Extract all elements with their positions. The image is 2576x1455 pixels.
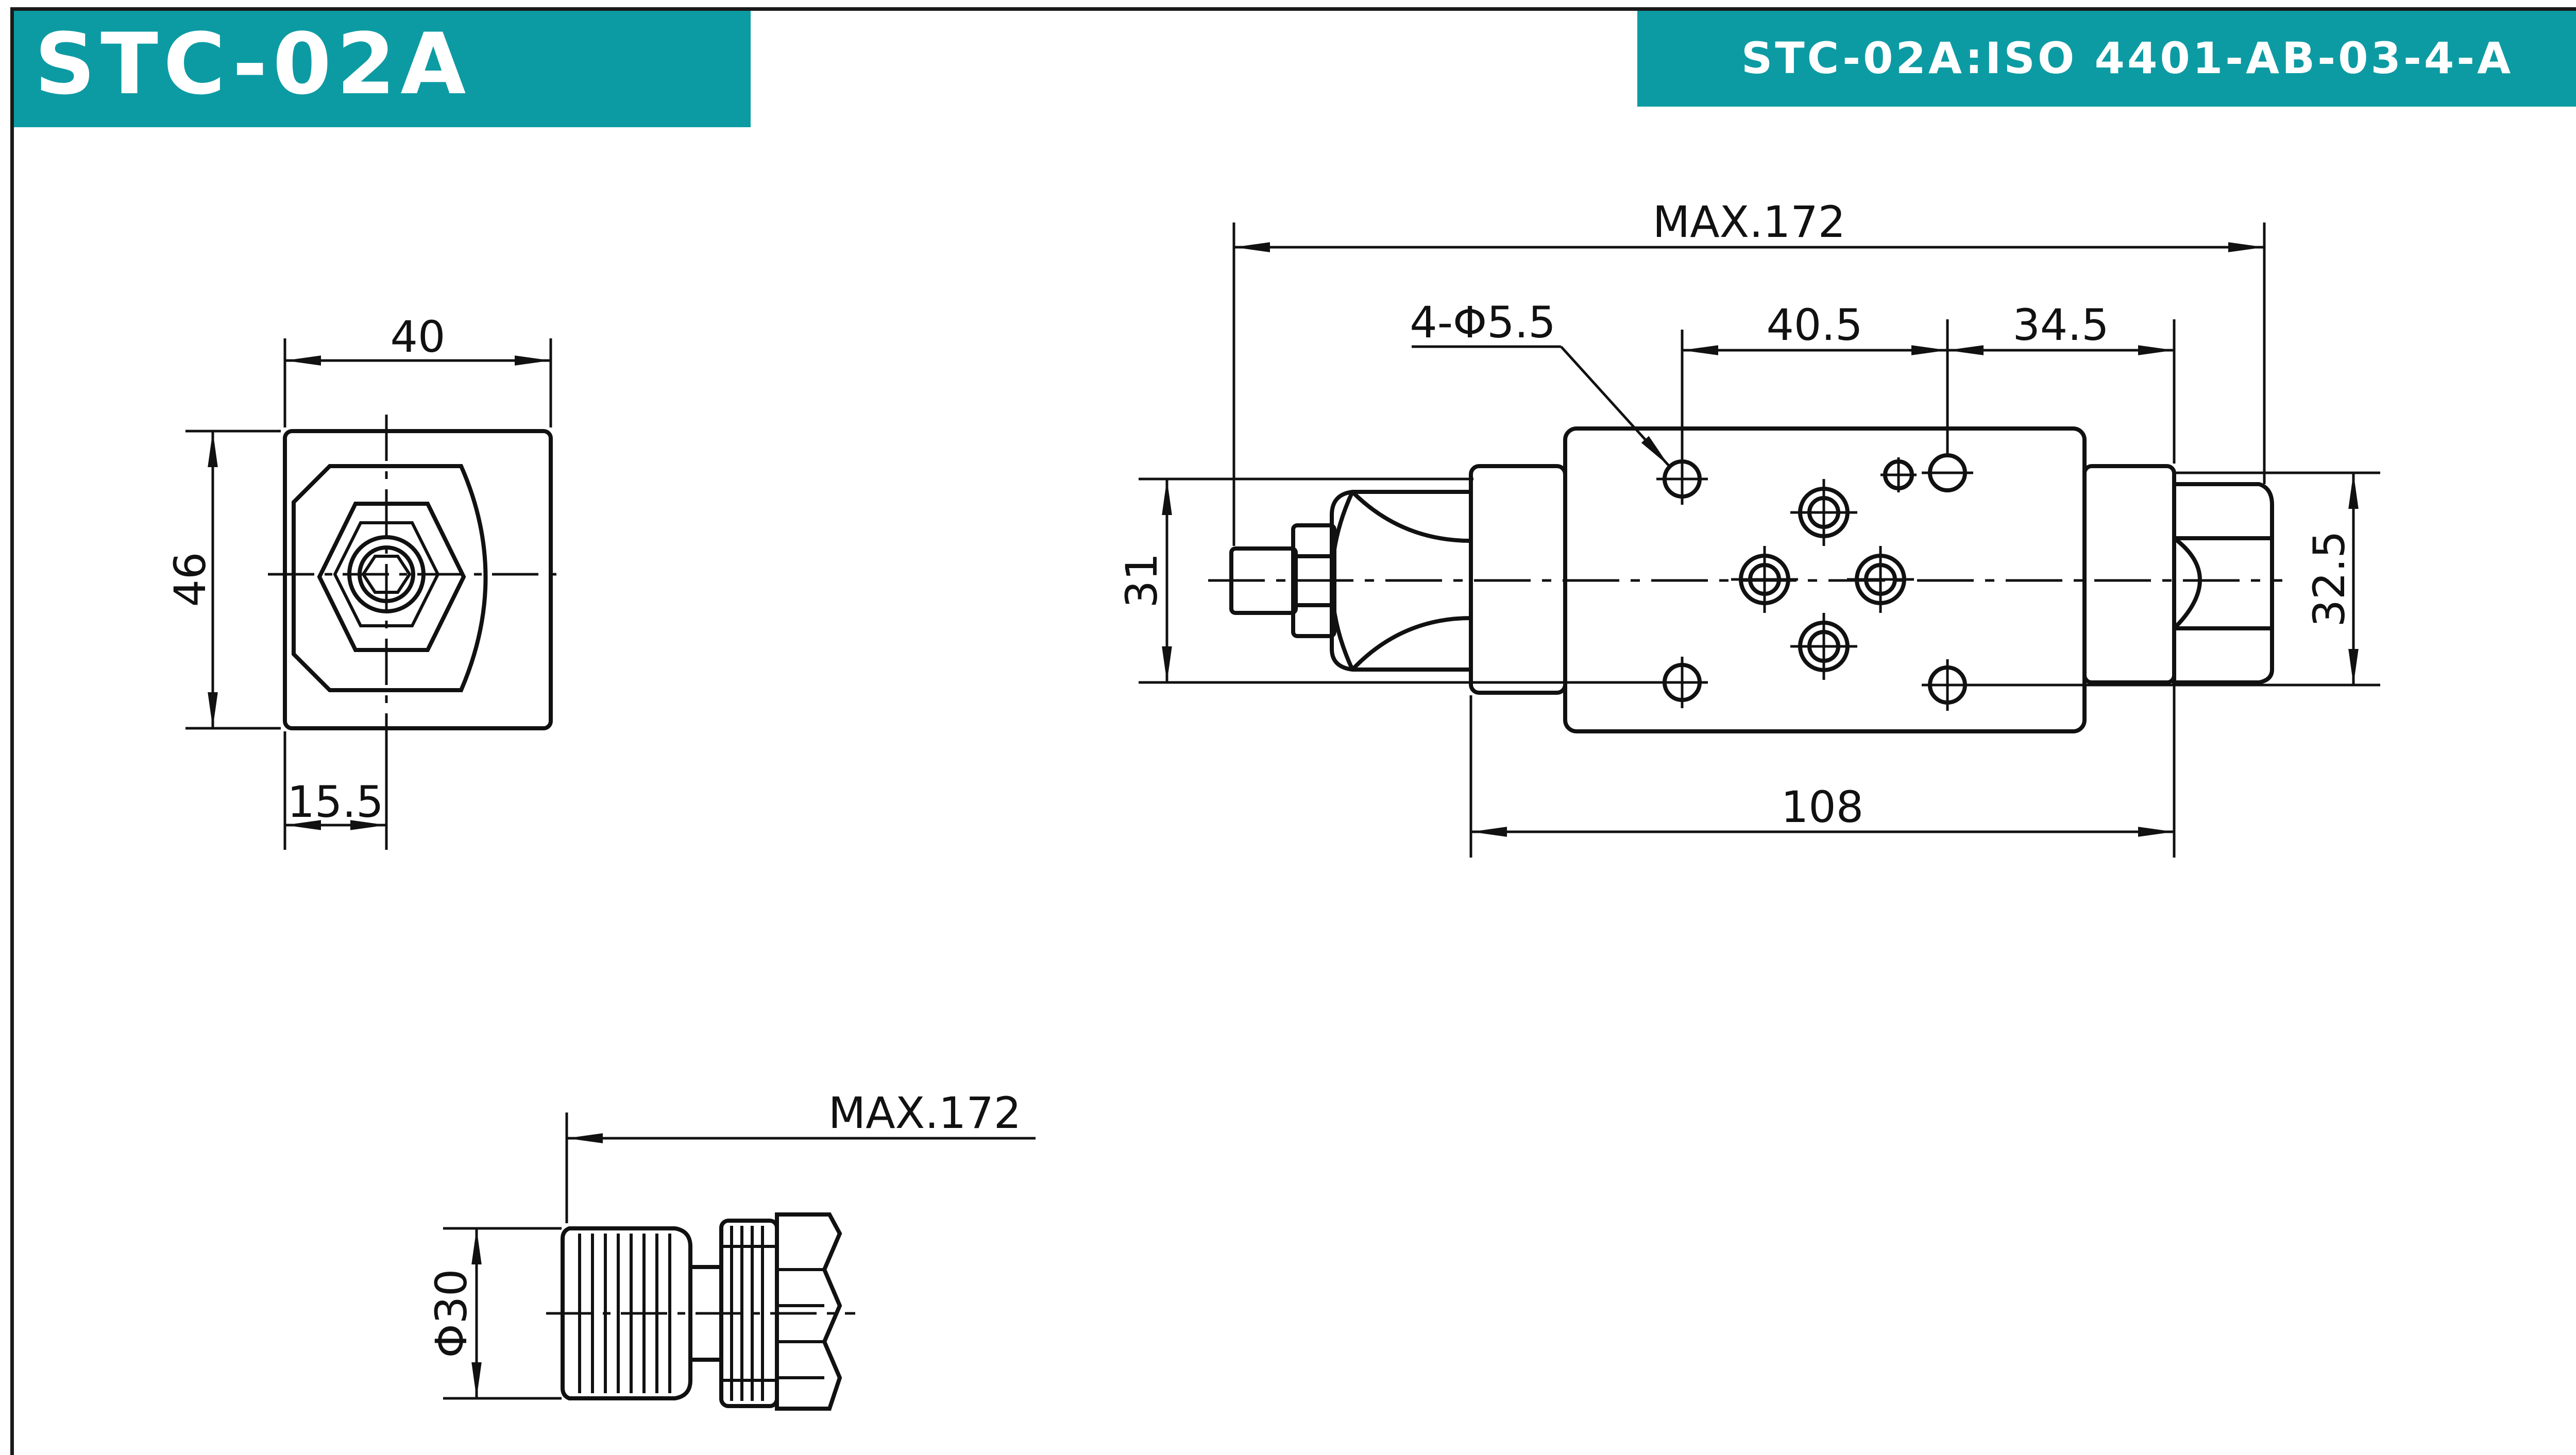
- dim-knob-diameter: Φ30: [426, 1269, 477, 1358]
- dim-knob-length: MAX.172: [828, 1088, 1022, 1138]
- side-view-dimensions: [1139, 222, 2380, 858]
- end-view-centerlines: [268, 415, 567, 742]
- spec-title: STC-02A:ISO 4401-AB-03-4-A: [1741, 33, 2514, 83]
- end-view: [283, 429, 553, 730]
- dim-hole-spacing-2: 34.5: [2012, 300, 2109, 350]
- dim-body-length: 108: [1781, 782, 1863, 832]
- model-title: STC-02A: [35, 15, 471, 113]
- spec-banner: STC-02A:ISO 4401-AB-03-4-A: [1637, 11, 2576, 107]
- dim-end-height: 46: [165, 552, 215, 607]
- knob-dimensions: [443, 1112, 1036, 1400]
- dim-overall-length: MAX.172: [1653, 197, 1846, 247]
- dim-body-height-right: 32.5: [2304, 530, 2354, 627]
- dim-hole-callout: 4-Φ5.5: [1410, 297, 1555, 348]
- title-banner: STC-02A: [14, 11, 751, 127]
- side-view-centerlines: [1208, 453, 2282, 711]
- dim-hole-spacing-1: 40.5: [1766, 300, 1862, 350]
- drawing-frame: [10, 7, 2576, 1455]
- end-view-dimensions: [185, 338, 552, 850]
- dim-body-height-left: 31: [1116, 553, 1167, 608]
- dim-end-offset: 15.5: [287, 777, 383, 827]
- dim-end-width: 40: [391, 312, 446, 362]
- knob-knurling: [546, 1226, 855, 1401]
